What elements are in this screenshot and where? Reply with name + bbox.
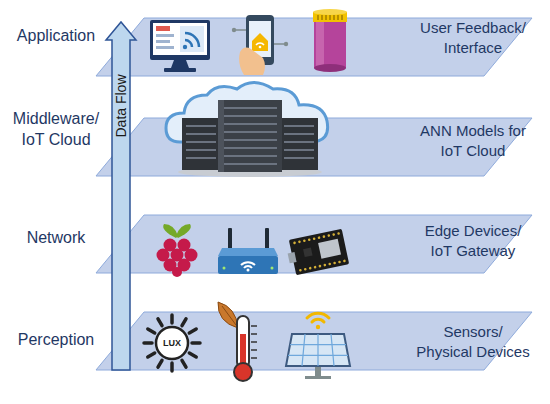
layer-name: Application	[4, 26, 108, 47]
edge-label: Data Flow	[113, 74, 129, 137]
plane-outline	[96, 118, 532, 176]
layer-name: Middleware/ IoT Cloud	[4, 109, 108, 151]
layer-name: Perception	[4, 330, 108, 351]
plane-outline	[96, 215, 532, 273]
cloud-server-icon	[166, 83, 328, 178]
smart-speaker-icon	[313, 9, 347, 72]
layer-description: User Feedback/ Interface	[414, 18, 532, 57]
layer-description: Edge Devices/ IoT Gateway	[414, 221, 532, 260]
sensor-label: LUX	[163, 338, 181, 348]
layer-description: Sensors/ Physical Devices	[414, 322, 532, 361]
layer-name: Network	[4, 228, 108, 249]
layer-description: ANN Models for IoT Cloud	[414, 121, 532, 160]
plane-outline	[96, 312, 532, 370]
plane-outline	[96, 18, 532, 76]
